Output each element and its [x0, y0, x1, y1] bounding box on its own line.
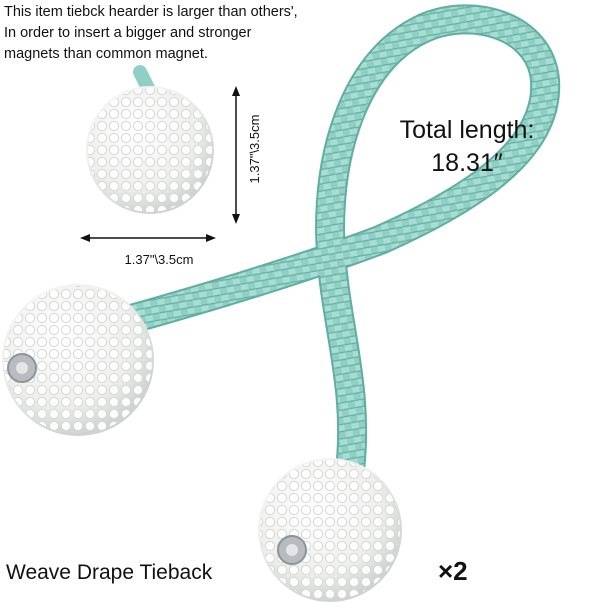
dimension-arrow-vertical: [232, 86, 240, 224]
pearl-ball-detail: [86, 86, 214, 214]
total-length: Total length: 18.31″: [372, 114, 562, 180]
feature-note-line: This item tiebck hearder is larger than …: [4, 4, 298, 20]
feature-note-line: magnets than common magnet.: [4, 46, 208, 62]
pearl-ball-bottom: [258, 458, 402, 602]
dimension-height-label: 1.37"\3.5cm: [247, 114, 262, 184]
feature-note: This item tiebck hearder is larger than …: [4, 2, 304, 65]
dimension-width-label: 1.37"\3.5cm: [124, 252, 194, 267]
dimension-arrow-horizontal: [80, 234, 216, 242]
rope: [95, 4, 561, 485]
feature-note-line: In order to insert a bigger and stronger: [4, 25, 252, 41]
quantity-badge: ×2: [438, 556, 468, 586]
product-name: Weave Drape Tieback: [6, 561, 213, 584]
pearl-ball-left: [2, 284, 154, 436]
total-length-label: Total length:: [399, 116, 535, 144]
total-length-value: 18.31″: [431, 149, 503, 177]
